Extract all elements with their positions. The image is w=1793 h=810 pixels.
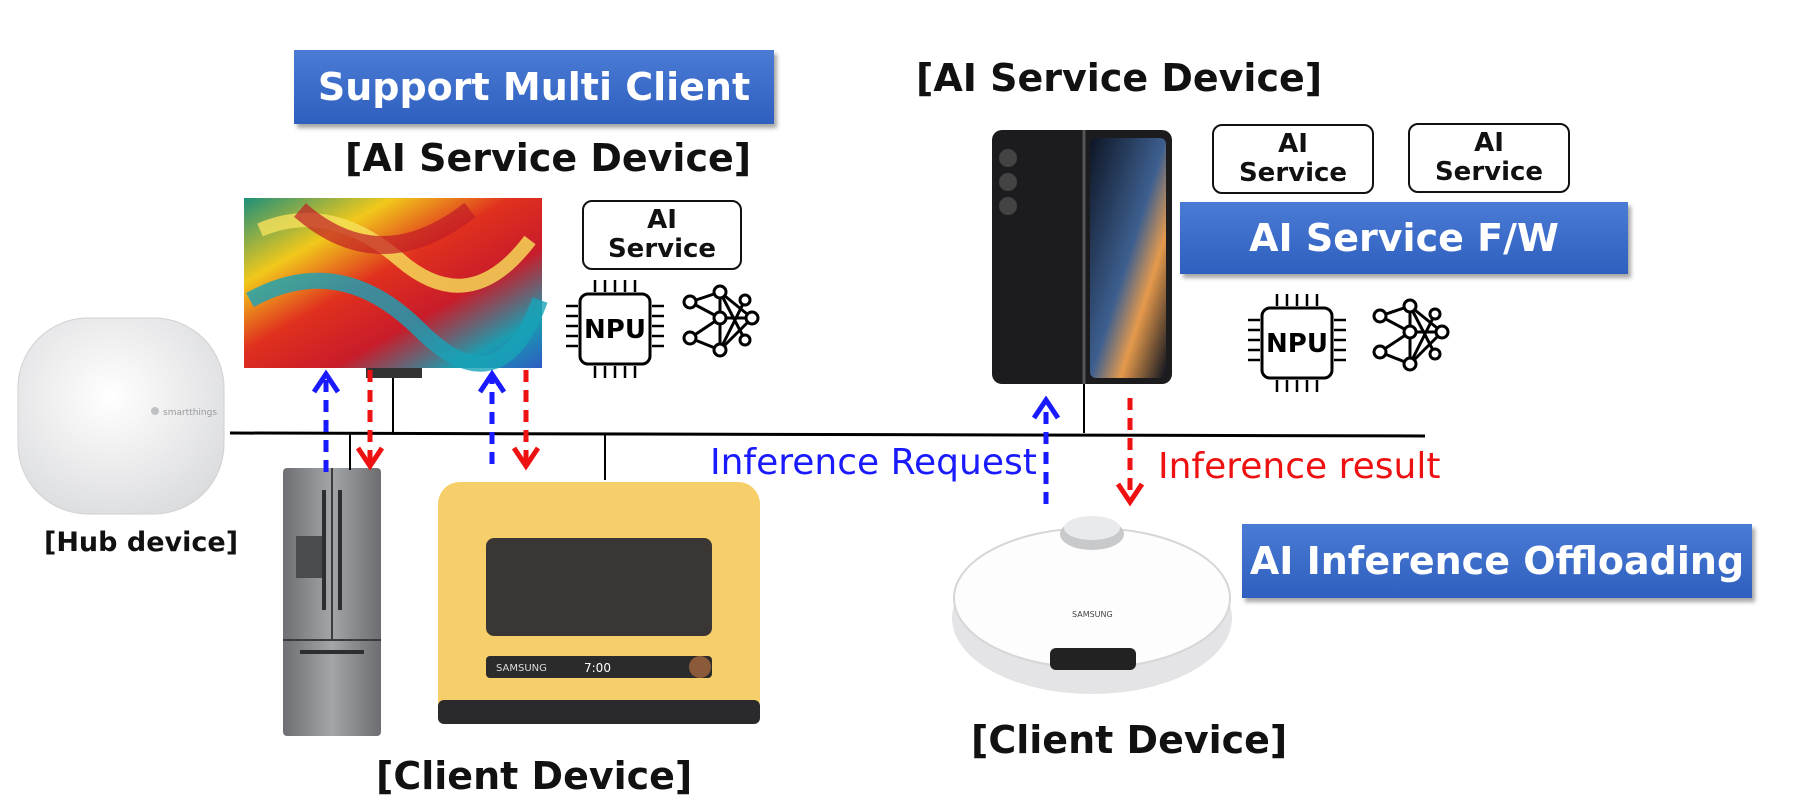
npu-label-right: NPU: [1266, 329, 1328, 359]
request-arrow-fridge: [311, 369, 341, 472]
inference-result-label: Inference result: [1158, 446, 1441, 487]
npu-label-left: NPU: [584, 315, 646, 345]
hub-device-label: [Hub device]: [44, 527, 239, 558]
ai-service-box-right-1-line2: Service: [1238, 158, 1348, 188]
ai-service-box-right-1: AI Service: [1212, 124, 1374, 194]
npu-chip-icon-left: [566, 280, 664, 378]
neural-network-icon-right: [1372, 298, 1450, 372]
ai-service-framework-banner: AI Service F/W: [1180, 202, 1628, 274]
request-arrow-oven: [477, 369, 507, 464]
request-arrow-robot: [1031, 395, 1061, 504]
support-multi-client-banner: Support Multi Client: [294, 50, 774, 124]
neural-network-icon-left: [682, 284, 760, 358]
ai-service-box-left-line2: Service: [607, 234, 717, 264]
hub-logo-text: smartthings: [163, 408, 217, 418]
tv-device-image: [244, 198, 548, 433]
inference-request-label: Inference Request: [710, 442, 1037, 483]
network-bus-line: [229, 431, 1426, 438]
result-arrow-robot: [1115, 398, 1145, 507]
ai-service-box-right-1-line1: AI: [1278, 128, 1308, 159]
ai-service-device-label-right: [AI Service Device]: [916, 56, 1323, 100]
oven-brand-text: SAMSUNG: [496, 663, 547, 674]
oven-time-text: 7:00: [584, 661, 611, 675]
npu-chip-icon-right: [1248, 294, 1346, 392]
ai-service-box-left: AI Service: [582, 200, 742, 270]
robot-brand-text: SAMSUNG: [1072, 610, 1113, 619]
robot-vacuum-image: [952, 516, 1232, 694]
client-device-label-right: [Client Device]: [971, 718, 1288, 762]
client-device-label-left: [Client Device]: [376, 754, 693, 798]
ai-service-box-right-2-line2: Service: [1434, 157, 1544, 187]
phone-device-image: [992, 130, 1172, 433]
fridge-device-image: [283, 433, 381, 736]
ai-service-box-left-line1: AI: [647, 204, 677, 235]
result-arrow-oven: [511, 370, 541, 471]
ai-service-box-right-2-line1: AI: [1474, 127, 1504, 158]
hub-device-image: [17, 317, 225, 515]
ai-service-box-right-2: AI Service: [1408, 123, 1570, 193]
oven-device-image: [438, 433, 760, 724]
result-arrow-fridge: [355, 370, 385, 471]
ai-service-device-label-left: [AI Service Device]: [345, 136, 752, 180]
ai-inference-offloading-banner: AI Inference Offloading: [1242, 524, 1752, 598]
